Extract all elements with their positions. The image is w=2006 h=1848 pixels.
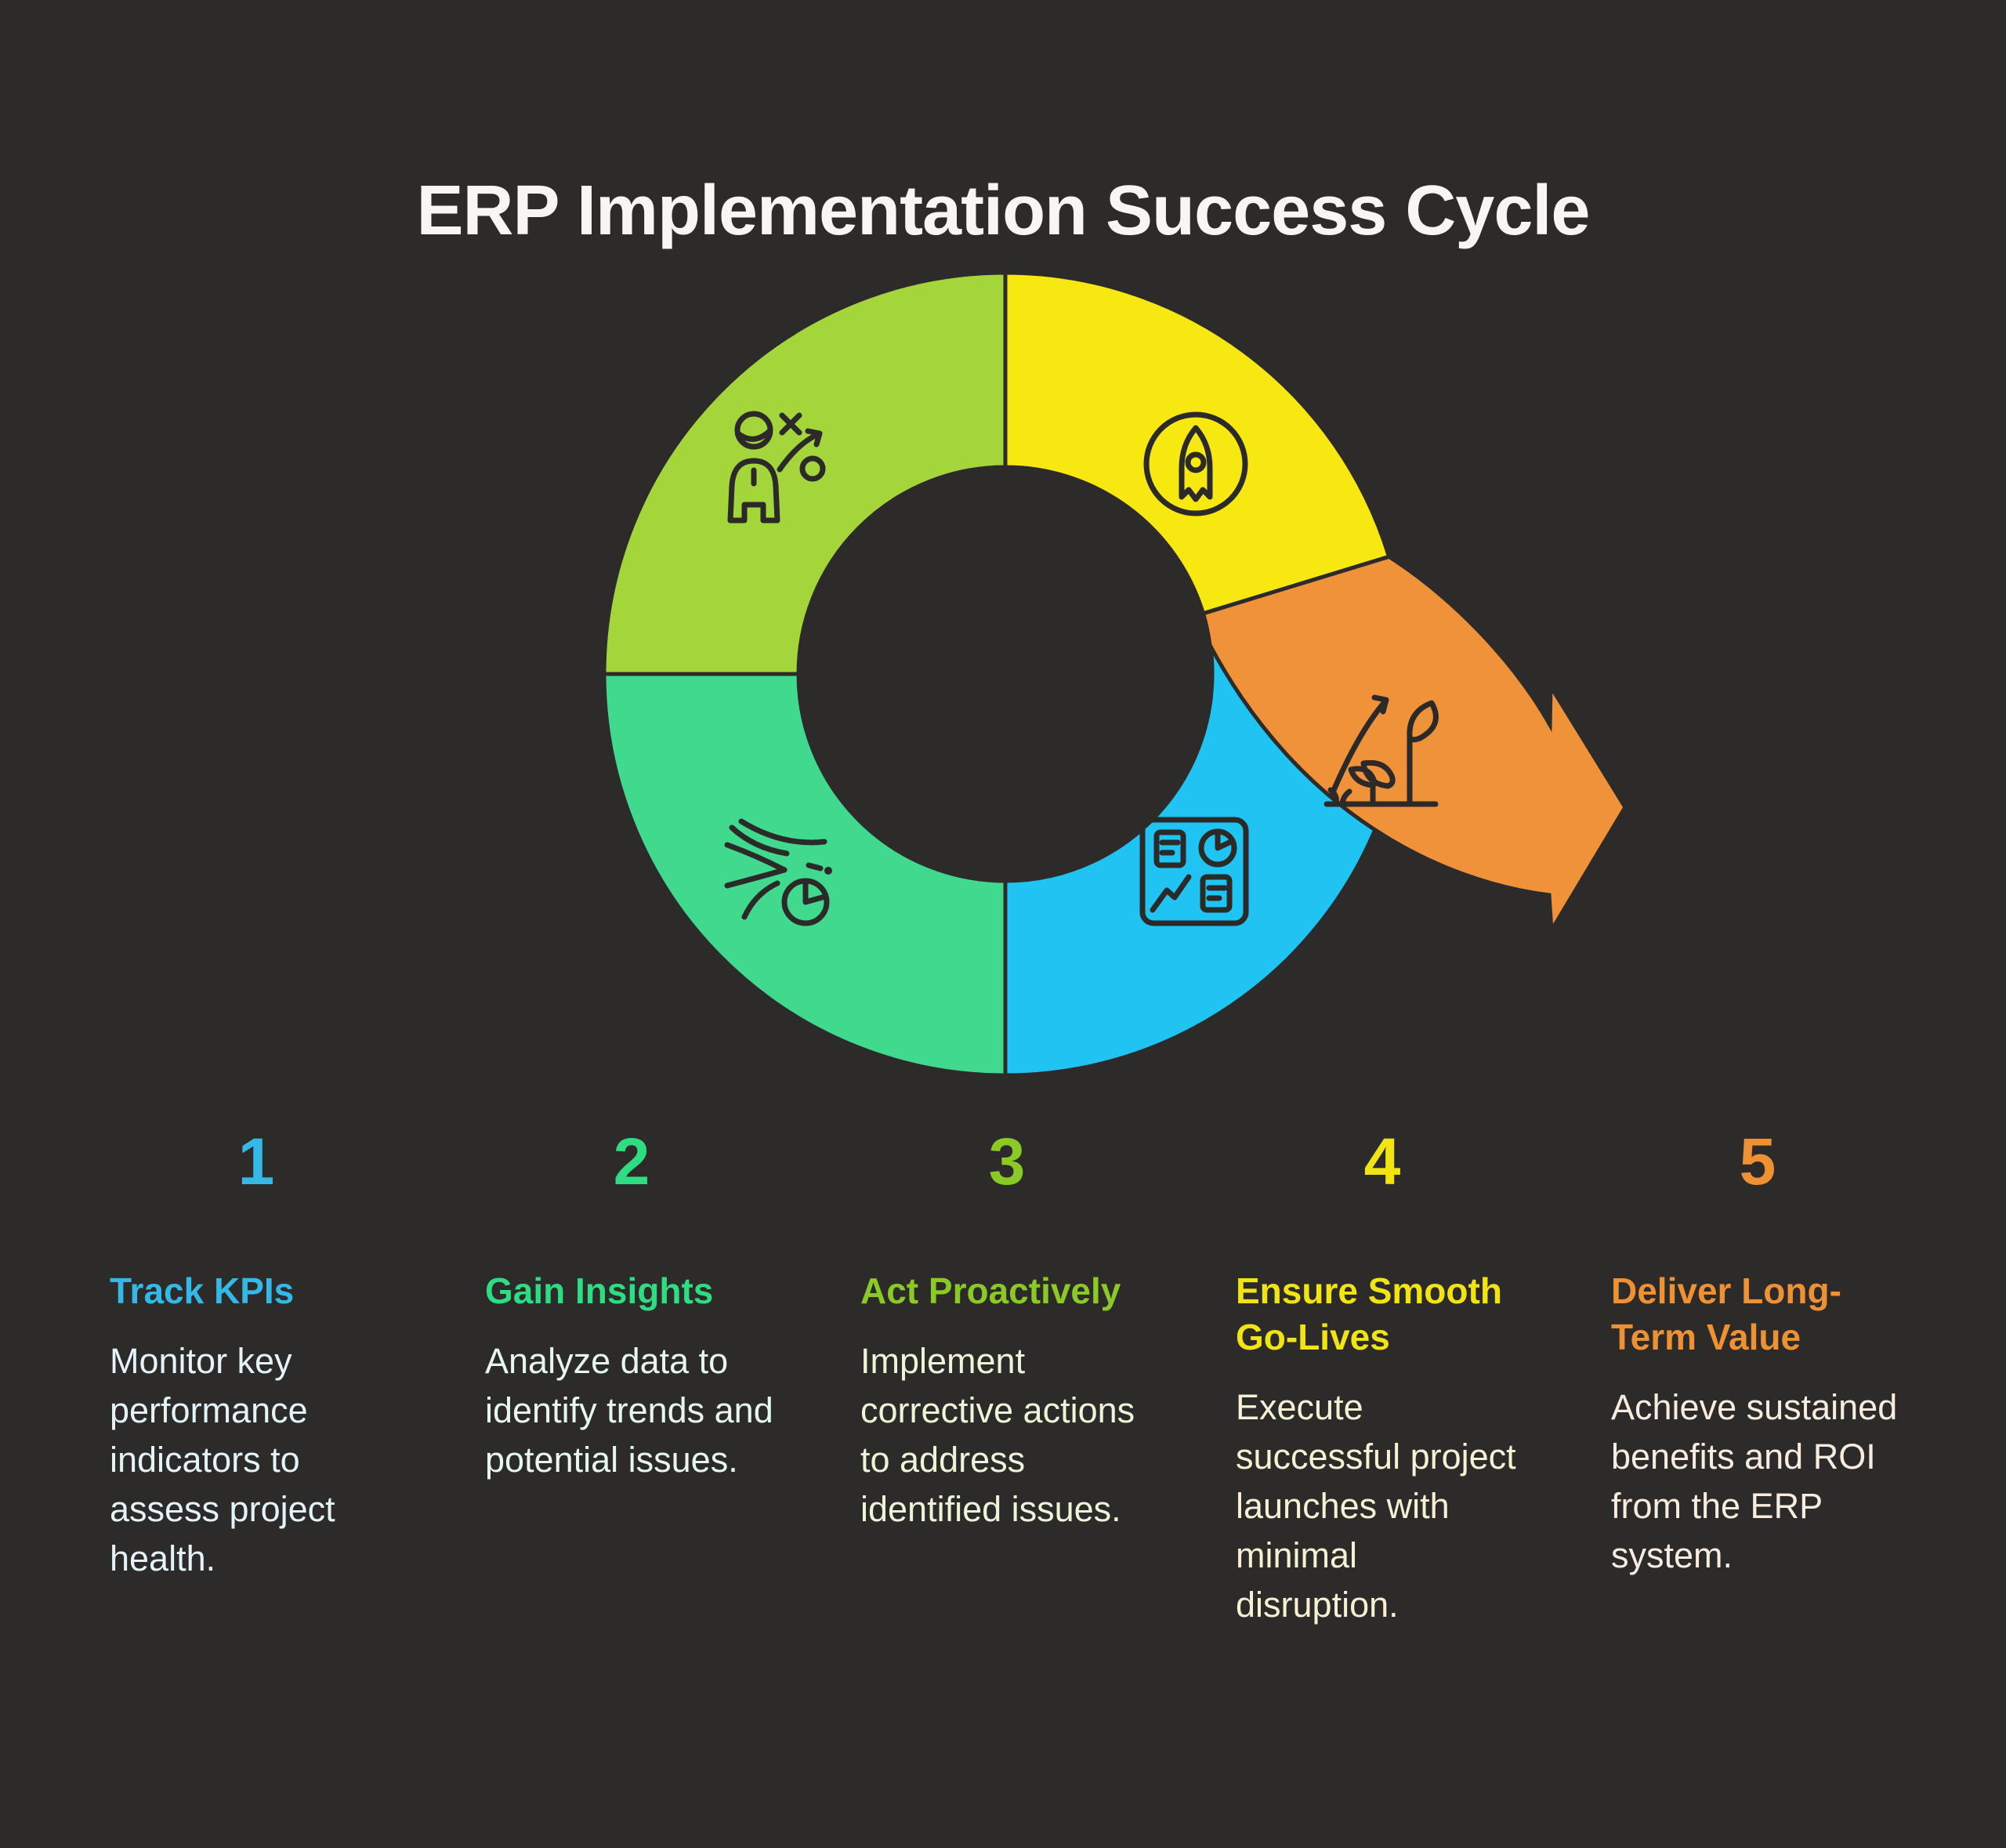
steps-row: 1 Track KPIs Monitor key performance ind… xyxy=(110,1129,1904,1629)
step-column-5: 5 Deliver Long-Term Value Achieve sustai… xyxy=(1611,1129,1904,1629)
step-number: 1 xyxy=(237,1125,275,1198)
step-number: 5 xyxy=(1739,1125,1776,1198)
step-column-2: 2 Gain Insights Analyze data to identify… xyxy=(485,1129,778,1629)
step-heading: Ensure Smooth Go-Lives xyxy=(1236,1270,1502,1357)
step-column-4: 4 Ensure Smooth Go-Lives Execute success… xyxy=(1236,1129,1529,1629)
segment-ensure-smooth-go-lives xyxy=(1003,270,1392,616)
step-body: Implement corrective actions to address … xyxy=(860,1340,1135,1529)
step-body: Achieve sustained benefits and ROI from … xyxy=(1611,1386,1898,1575)
step-number: 2 xyxy=(613,1125,650,1198)
step-heading: Act Proactively xyxy=(860,1270,1121,1311)
segment-deliver-long-term-value-arrow xyxy=(1200,554,1628,937)
rocket-icon xyxy=(1143,411,1248,516)
page-title: ERP Implementation Success Cycle xyxy=(416,172,1591,251)
segment-gain-insights xyxy=(602,672,1008,1078)
step-heading: Deliver Long-Term Value xyxy=(1611,1270,1841,1357)
step-number: 4 xyxy=(1363,1125,1401,1198)
step-body: Analyze data to identify trends and pote… xyxy=(485,1340,773,1480)
step-column-3: 3 Act Proactively Implement corrective a… xyxy=(860,1129,1153,1629)
growth-icon xyxy=(1323,694,1439,807)
step-number: 3 xyxy=(988,1125,1026,1198)
wind-gauge-icon xyxy=(724,818,832,926)
step-heading: Track KPIs xyxy=(110,1270,295,1311)
step-heading: Gain Insights xyxy=(485,1270,714,1311)
dashboard-icon xyxy=(1139,817,1249,926)
step-column-1: 1 Track KPIs Monitor key performance ind… xyxy=(110,1129,403,1629)
strategy-icon xyxy=(727,411,826,524)
step-body: Execute successful project launches with… xyxy=(1236,1386,1516,1625)
step-body: Monitor key performance indicators to as… xyxy=(110,1340,335,1578)
